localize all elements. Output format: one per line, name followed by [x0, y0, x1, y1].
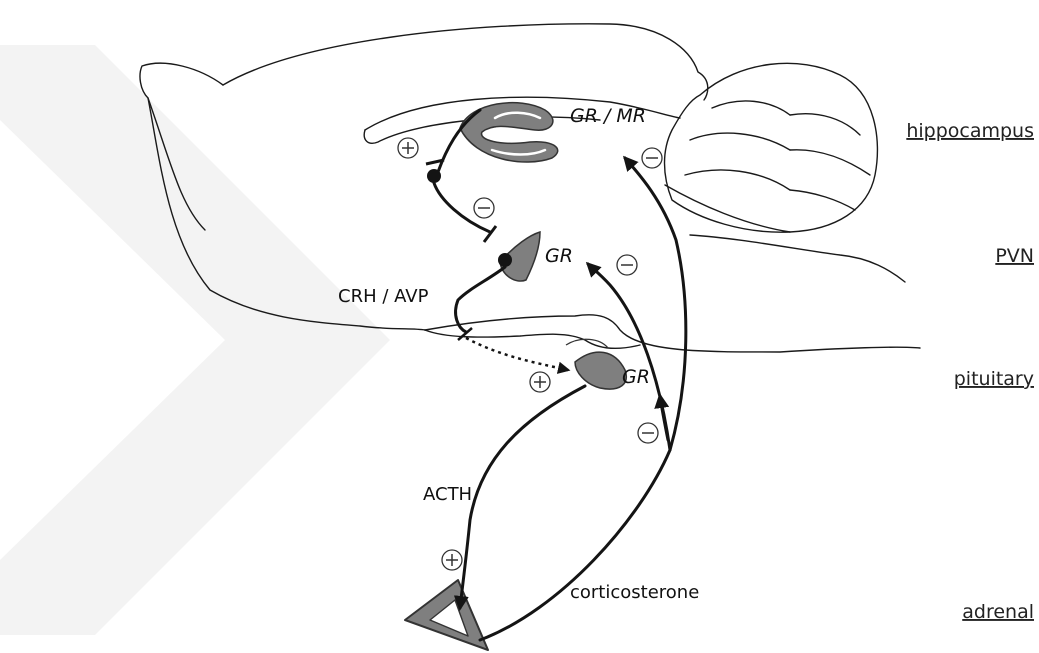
corticosterone-feedback: [480, 158, 686, 640]
plus-sign-pituitary: [530, 372, 550, 392]
minus-sign-pituitary-feedback: [638, 423, 658, 443]
crh-avp-label: CRH / AVP: [338, 286, 429, 307]
pituitary-structure: [566, 339, 626, 389]
corticosterone-label: corticosterone: [570, 582, 699, 603]
region-adrenal: adrenal: [962, 601, 1034, 623]
region-hippocampus: hippocampus: [906, 120, 1034, 142]
adrenal-gland: [405, 580, 488, 650]
region-pvn: PVN: [995, 245, 1034, 267]
acth-arrow: [460, 386, 585, 608]
hippocampus-structure: [460, 103, 558, 162]
cerebellum: [665, 63, 878, 232]
plus-sign-acth: [442, 550, 462, 570]
minus-sign-pvn-feedback: [617, 255, 637, 275]
watermark-chevron: [0, 45, 390, 635]
pituitary-gr-label: GR: [622, 366, 650, 388]
acth-label: ACTH: [423, 484, 472, 505]
minus-sign-hippocampus-feedback: [642, 148, 662, 168]
plus-sign-hippocampus: [398, 138, 418, 158]
region-pituitary: pituitary: [954, 368, 1034, 390]
pvn-gr-label: GR: [545, 245, 573, 267]
minus-sign-pvn-input: [474, 198, 494, 218]
gr-mr-label: GR / MR: [570, 105, 646, 127]
